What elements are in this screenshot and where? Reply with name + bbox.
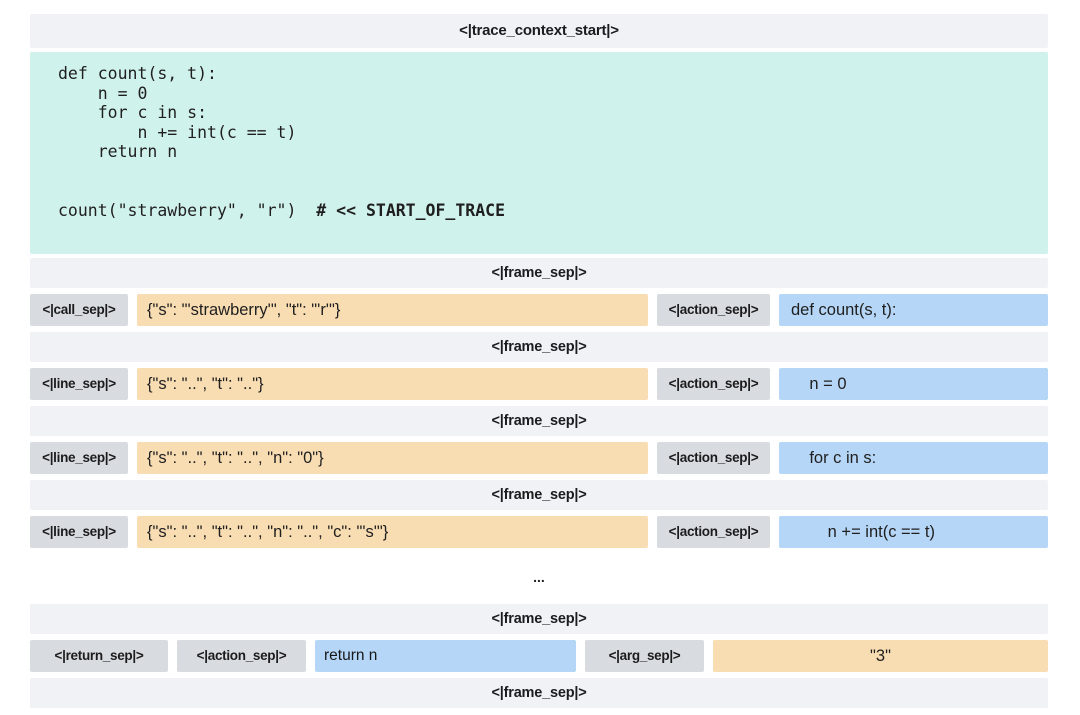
line-sep-token: <|line_sep|> xyxy=(30,368,128,400)
frame-sep-token: <|frame_sep|> xyxy=(30,604,1048,634)
frame-state: {"s": "..", "t": "..", "n": "0"} xyxy=(137,442,648,474)
ellipsis: ... xyxy=(30,554,1048,604)
frame-row-call: <|call_sep|> {"s": "'strawberry'", "t": … xyxy=(30,294,1048,326)
code-call-line: count("strawberry", "r") # << START_OF_T… xyxy=(58,201,1048,221)
frame-row-line-1: <|line_sep|> {"s": "..", "t": ".."} <|ac… xyxy=(30,368,1048,400)
line-sep-token: <|line_sep|> xyxy=(30,442,128,474)
frame-sep-token: <|frame_sep|> xyxy=(30,258,1048,288)
action-sep-token: <|action_sep|> xyxy=(657,368,770,400)
frame-sep-token: <|frame_sep|> xyxy=(30,332,1048,362)
call-sep-token: <|call_sep|> xyxy=(30,294,128,326)
return-frame-row: <|return_sep|> <|action_sep|> return n <… xyxy=(30,640,1048,672)
action-sep-token: <|action_sep|> xyxy=(657,516,770,548)
frame-sep-token: <|frame_sep|> xyxy=(30,480,1048,510)
call-expression: count("strawberry", "r") xyxy=(58,200,317,220)
frame-state: {"s": "..", "t": ".."} xyxy=(137,368,648,400)
code-line-increment: n += int(c == t) xyxy=(58,122,297,142)
frame-state: {"s": "'strawberry'", "t": "'r'"} xyxy=(137,294,648,326)
frame-action: n = 0 xyxy=(779,368,1048,400)
frame-row-line-2: <|line_sep|> {"s": "..", "t": "..", "n":… xyxy=(30,442,1048,474)
frame-action: def count(s, t): xyxy=(779,294,1048,326)
code-line-def: def count(s, t): xyxy=(58,64,217,83)
code-line-assign: n = 0 xyxy=(58,83,148,103)
return-action: return n xyxy=(315,640,576,672)
frame-state: {"s": "..", "t": "..", "n": "..", "c": "… xyxy=(137,516,648,548)
frame-sep-token: <|frame_sep|> xyxy=(30,678,1048,708)
frame-action: n += int(c == t) xyxy=(779,516,1048,548)
action-sep-token: <|action_sep|> xyxy=(657,294,770,326)
return-value: "3" xyxy=(713,640,1048,672)
action-sep-token: <|action_sep|> xyxy=(177,640,306,672)
trace-context-start-token: <|trace_context_start|> xyxy=(30,14,1048,48)
action-sep-token: <|action_sep|> xyxy=(657,442,770,474)
arg-sep-token: <|arg_sep|> xyxy=(585,640,704,672)
frame-row-line-3: <|line_sep|> {"s": "..", "t": "..", "n":… xyxy=(30,516,1048,548)
start-of-trace-comment: # << START_OF_TRACE xyxy=(316,200,506,220)
context-code-block: def count(s, t): n = 0 for c in s: n += … xyxy=(30,52,1048,254)
frame-action: for c in s: xyxy=(779,442,1048,474)
return-sep-token: <|return_sep|> xyxy=(30,640,168,672)
line-sep-token: <|line_sep|> xyxy=(30,516,128,548)
code-line-for: for c in s: xyxy=(58,103,208,122)
code-line-return: return n xyxy=(58,142,178,161)
frame-sep-token: <|frame_sep|> xyxy=(30,406,1048,436)
